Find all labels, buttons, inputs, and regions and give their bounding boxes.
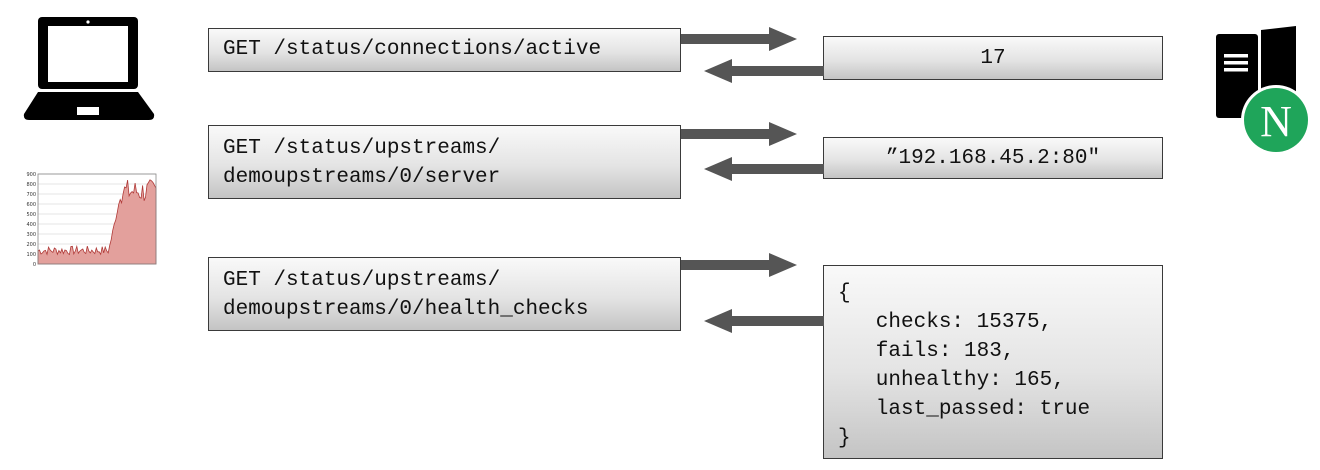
request-arrow-3 [681,253,797,277]
chart-y-tick-label: 100 [26,252,36,258]
request-arrow-2 [681,122,797,146]
response-box-active-connections: 17 [823,36,1163,80]
nginx-server-icon: N [1216,26,1311,155]
chart-y-tick-labels: 900 800 700 600 500 400 300 200 100 0 [26,172,36,268]
laptop-icon [23,17,155,120]
request-arrow-1 [681,27,797,51]
response-box-upstream-server: ”192.168.45.2:80" [823,137,1163,179]
response-arrow-3 [704,309,824,333]
request-box-upstream-server: GET /status/upstreams/ demoupstreams/0/s… [208,125,681,199]
server-badge-letter: N [1260,97,1292,146]
chart-y-tick-label: 600 [26,202,36,208]
chart-y-tick-label: 900 [26,172,36,178]
chart-area [37,179,157,265]
chart-y-tick-label: 400 [26,222,36,228]
chart-y-tick-label: 500 [26,212,36,218]
line-chart-icon: 900 800 700 600 500 400 300 200 100 0 [26,172,157,268]
request-box-health-checks: GET /status/upstreams/ demoupstreams/0/h… [208,257,681,331]
chart-y-tick-label: 0 [33,262,36,268]
response-arrow-2 [704,157,824,181]
response-arrow-1 [704,59,824,83]
chart-y-tick-label: 700 [26,192,36,198]
chart-y-tick-label: 800 [26,182,36,188]
request-box-active-connections: GET /status/connections/active [208,28,681,72]
chart-y-tick-label: 300 [26,232,36,238]
chart-y-tick-label: 200 [26,242,36,248]
response-box-health-checks: { checks: 15375, fails: 183, unhealthy: … [823,265,1163,459]
